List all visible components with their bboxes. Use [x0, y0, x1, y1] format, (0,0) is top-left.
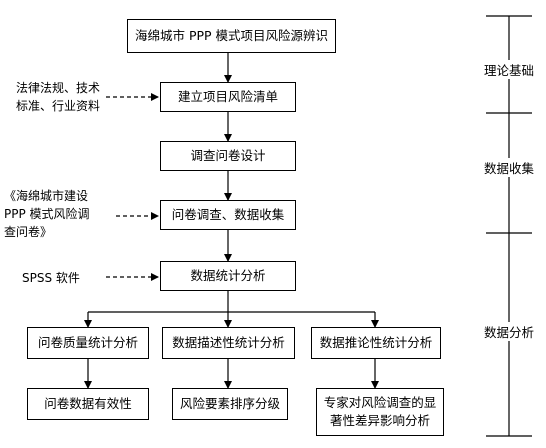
input-spss-software: SPSS 软件: [22, 271, 80, 285]
node-descriptive-analysis: 数据描述性统计分析: [162, 327, 295, 359]
node-significance-analysis: 专家对风险调查的显 著性差异影响分析: [316, 388, 444, 436]
node-questionnaire-design: 调查问卷设计: [160, 141, 296, 171]
input-questionnaire-doc: 《海绵城市建设 PPP 模式风险调 查问卷》: [4, 189, 90, 239]
node-data-validity: 问卷数据有效性: [27, 388, 149, 420]
node-quality-analysis: 问卷质量统计分析: [27, 327, 149, 359]
node-risk-identification: 海绵城市 PPP 模式项目风险源辨识: [127, 19, 336, 53]
input-laws-standards: 法律法规、技术 标准、行业资料: [16, 81, 101, 113]
node-statistical-analysis: 数据统计分析: [160, 261, 296, 291]
node-survey-collection: 问卷调查、数据收集: [160, 200, 296, 230]
node-inferential-analysis: 数据推论性统计分析: [311, 327, 441, 359]
node-risk-ranking: 风险要素排序分级: [172, 388, 288, 420]
node-risk-list: 建立项目风险清单: [160, 82, 296, 112]
stage-label-data-analysis: 数据分析: [469, 322, 546, 341]
stage-label-data-collection: 数据收集: [469, 158, 546, 177]
stage-label-theory: 理论基础: [469, 60, 546, 79]
